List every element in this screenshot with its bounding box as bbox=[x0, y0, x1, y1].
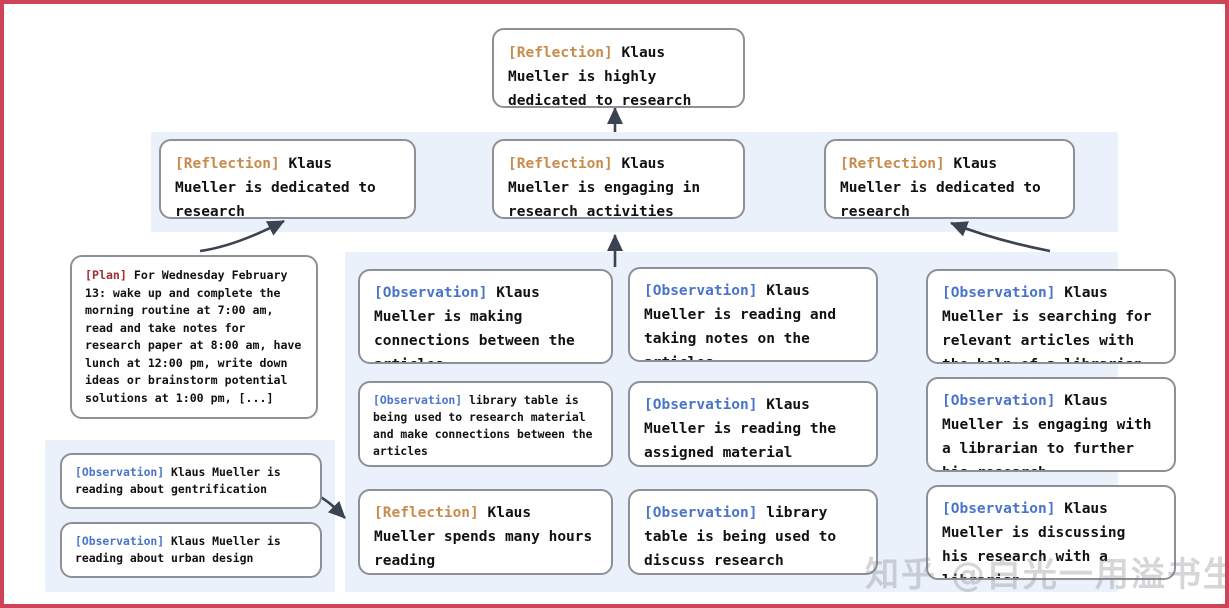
column-two-node-3[interactable]: [Observation] library table is being use… bbox=[628, 489, 878, 575]
node-text: [Observation] Klaus Mueller is making co… bbox=[374, 281, 597, 362]
node-body: Klaus Mueller is making connections betw… bbox=[374, 285, 575, 362]
observation-tag: [Observation] bbox=[644, 505, 758, 521]
node-text: [Reflection] Klaus Mueller is dedicated … bbox=[840, 152, 1059, 219]
observation-tag: [Observation] bbox=[75, 534, 165, 548]
node-text: [Observation] Klaus Mueller is reading a… bbox=[75, 464, 307, 498]
observation-tag: [Observation] bbox=[942, 501, 1056, 517]
root-reflection-node[interactable]: [Reflection] Klaus Mueller is highly ded… bbox=[492, 28, 745, 108]
node-text: [Reflection] Klaus Mueller is dedicated … bbox=[175, 152, 400, 219]
left-observation-node-2[interactable]: [Observation] Klaus Mueller is reading a… bbox=[60, 522, 322, 578]
node-body: Klaus Mueller is reading about urban des… bbox=[75, 534, 288, 565]
node-text: [Observation] library table is being use… bbox=[644, 501, 862, 573]
reflection-tag: [Reflection] bbox=[508, 45, 613, 61]
observation-tag: [Observation] bbox=[374, 285, 488, 301]
reflection-tag: [Reflection] bbox=[175, 156, 280, 172]
node-text: [Observation] Klaus Mueller is reading t… bbox=[644, 393, 862, 465]
column-two-node-1[interactable]: [Observation] Klaus Mueller is reading a… bbox=[628, 267, 878, 362]
node-body: Klaus Mueller is dedicated to research bbox=[840, 156, 1050, 219]
column-three-node-3[interactable]: [Observation] Klaus Mueller is discussin… bbox=[926, 485, 1176, 580]
node-text: [Observation] Klaus Mueller is reading a… bbox=[75, 533, 307, 567]
reflection-tag: [Reflection] bbox=[840, 156, 945, 172]
column-one-node-3[interactable]: [Reflection] Klaus Mueller spends many h… bbox=[358, 489, 613, 575]
reflection-node-2[interactable]: [Reflection] Klaus Mueller is engaging i… bbox=[492, 139, 745, 219]
watermark: 知乎 @白光一用溢书生 bbox=[865, 555, 1229, 595]
node-body: Klaus Mueller is reading the assigned ma… bbox=[644, 397, 845, 461]
node-text: [Observation] library table is being use… bbox=[373, 392, 598, 460]
column-one-node-2[interactable]: [Observation] library table is being use… bbox=[358, 381, 613, 467]
observation-tag: [Observation] bbox=[942, 285, 1056, 301]
reflection-node-3[interactable]: [Reflection] Klaus Mueller is dedicated … bbox=[824, 139, 1075, 219]
reflection-tag: [Reflection] bbox=[374, 505, 479, 521]
column-three-node-1[interactable]: [Observation] Klaus Mueller is searching… bbox=[926, 269, 1176, 364]
column-one-node-1[interactable]: [Observation] Klaus Mueller is making co… bbox=[358, 269, 613, 364]
node-body: Klaus Mueller spends many hours reading bbox=[374, 505, 601, 569]
node-body: Klaus Mueller is searching for relevant … bbox=[942, 285, 1152, 362]
column-two-node-2[interactable]: [Observation] Klaus Mueller is reading t… bbox=[628, 381, 878, 467]
node-body: Klaus Mueller is reading about gentrific… bbox=[75, 465, 288, 496]
observation-tag: [Observation] bbox=[373, 393, 463, 407]
node-text: [Observation] Klaus Mueller is discussin… bbox=[942, 497, 1160, 578]
plan-node[interactable]: [Plan] For Wednesday February 13: wake u… bbox=[70, 255, 318, 419]
node-body: Klaus Mueller is engaging in research ac… bbox=[508, 156, 709, 219]
reflection-tag: [Reflection] bbox=[508, 156, 613, 172]
observation-tag: [Observation] bbox=[644, 397, 758, 413]
node-body: For Wednesday February 13: wake up and c… bbox=[85, 268, 309, 405]
observation-tag: [Observation] bbox=[75, 465, 165, 479]
node-text: [Reflection] Klaus Mueller spends many h… bbox=[374, 501, 597, 573]
observation-tag: [Observation] bbox=[942, 393, 1056, 409]
observation-tag: [Observation] bbox=[644, 283, 758, 299]
node-text: [Plan] For Wednesday February 13: wake u… bbox=[85, 267, 303, 407]
node-text: [Observation] Klaus Mueller is reading a… bbox=[644, 279, 862, 360]
reflection-node-1[interactable]: [Reflection] Klaus Mueller is dedicated … bbox=[159, 139, 416, 219]
node-body: Klaus Mueller is engaging with a librari… bbox=[942, 393, 1152, 470]
node-body: Klaus Mueller is discussing his research… bbox=[942, 501, 1126, 578]
node-text: [Reflection] Klaus Mueller is engaging i… bbox=[508, 152, 729, 219]
column-three-node-2[interactable]: [Observation] Klaus Mueller is engaging … bbox=[926, 377, 1176, 472]
node-body: library table is being used to discuss r… bbox=[644, 505, 837, 569]
node-text: [Observation] Klaus Mueller is searching… bbox=[942, 281, 1160, 362]
node-text: [Observation] Klaus Mueller is engaging … bbox=[942, 389, 1160, 470]
node-body: Klaus Mueller is highly dedicated to res… bbox=[508, 45, 692, 108]
node-body: Klaus Mueller is reading and taking note… bbox=[644, 283, 837, 360]
left-observation-node-1[interactable]: [Observation] Klaus Mueller is reading a… bbox=[60, 453, 322, 509]
node-text: [Reflection] Klaus Mueller is highly ded… bbox=[508, 41, 729, 108]
plan-tag: [Plan] bbox=[85, 268, 127, 282]
node-body: Klaus Mueller is dedicated to research bbox=[175, 156, 385, 219]
node-body: library table is being used to research … bbox=[373, 393, 600, 458]
